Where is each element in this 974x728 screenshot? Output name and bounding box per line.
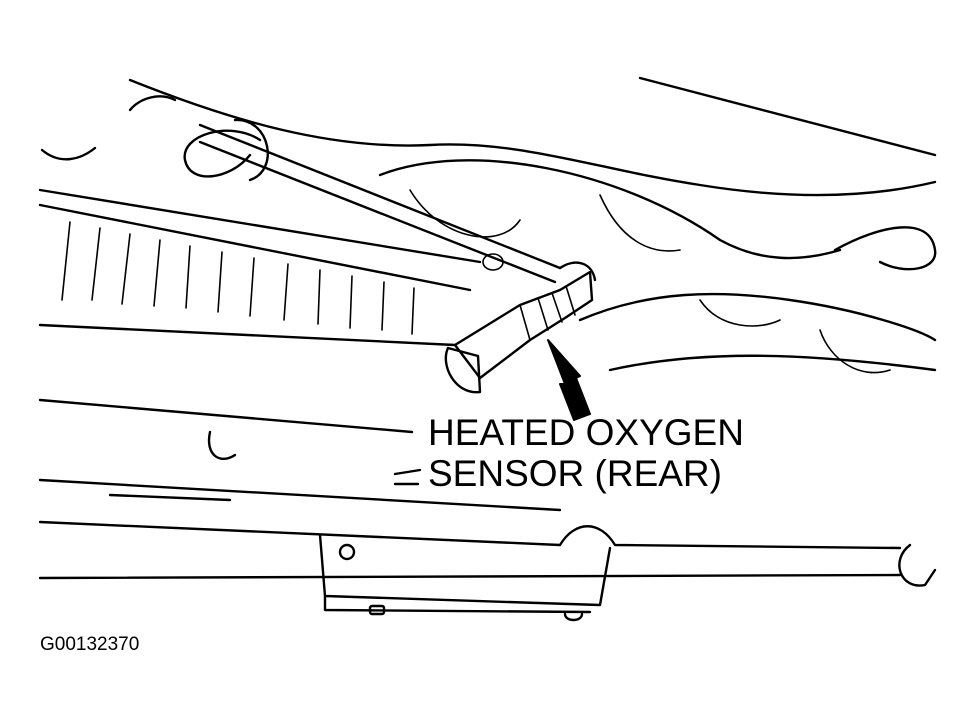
oxygen-sensor <box>444 261 597 394</box>
callout-line-1: HEATED OXYGEN <box>428 412 744 453</box>
brake-lines <box>183 118 562 284</box>
frame-crossmember <box>38 520 937 622</box>
heat-shield <box>38 188 482 347</box>
callout-line-2: SENSOR (REAR) <box>428 453 722 494</box>
callout-arrow-icon <box>547 339 591 421</box>
sensor-callout-label: HEATED OXYGEN SENSOR (REAR) <box>428 412 744 494</box>
lower-pipe <box>38 398 562 512</box>
figure-id: G00132370 <box>40 634 140 655</box>
catalytic-converter <box>378 159 937 374</box>
floor-pan <box>40 76 937 197</box>
